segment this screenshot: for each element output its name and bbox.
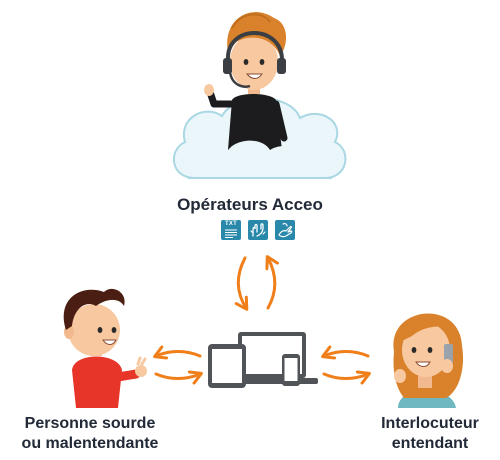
sign-language-badge bbox=[248, 220, 268, 240]
sign-hands-icon bbox=[250, 223, 266, 237]
arrow-down bbox=[234, 256, 249, 311]
text-lines-icon bbox=[225, 229, 237, 238]
arrow-right-incoming bbox=[321, 345, 370, 360]
interlocutor-label-line1: Interlocuteur bbox=[381, 415, 479, 432]
arrow-left-outgoing bbox=[153, 345, 202, 360]
vertical-arrows bbox=[234, 255, 280, 311]
text-transcription-badge: TXT bbox=[221, 220, 241, 240]
deaf-person-illustration bbox=[63, 288, 147, 408]
interlocutor-label-line2: entendant bbox=[391, 435, 469, 452]
operators-title: Opérateurs Acceo bbox=[177, 195, 323, 214]
right-arrows bbox=[321, 345, 371, 385]
operator-illustration bbox=[172, 12, 347, 179]
deaf-person-label: Personne sourde ou malentendante bbox=[5, 414, 175, 454]
lpc-code-badge bbox=[275, 220, 295, 240]
tablet-icon bbox=[208, 344, 246, 388]
cued-speech-hand-icon bbox=[278, 223, 293, 238]
arrow-left-incoming bbox=[154, 370, 203, 385]
txt-label: TXT bbox=[225, 221, 237, 227]
deaf-person-label-line1: Personne sourde bbox=[24, 415, 156, 432]
interlocutor-label: Interlocuteur entendant bbox=[365, 414, 495, 454]
phone-icon bbox=[282, 354, 300, 386]
arrow-right-outgoing bbox=[322, 370, 371, 385]
left-arrows bbox=[153, 345, 203, 385]
hearing-interlocutor-illustration bbox=[393, 313, 464, 408]
deaf-person-label-line2: ou malentendante bbox=[21, 435, 159, 452]
devices-illustration bbox=[208, 332, 318, 388]
arrow-up bbox=[265, 255, 280, 310]
